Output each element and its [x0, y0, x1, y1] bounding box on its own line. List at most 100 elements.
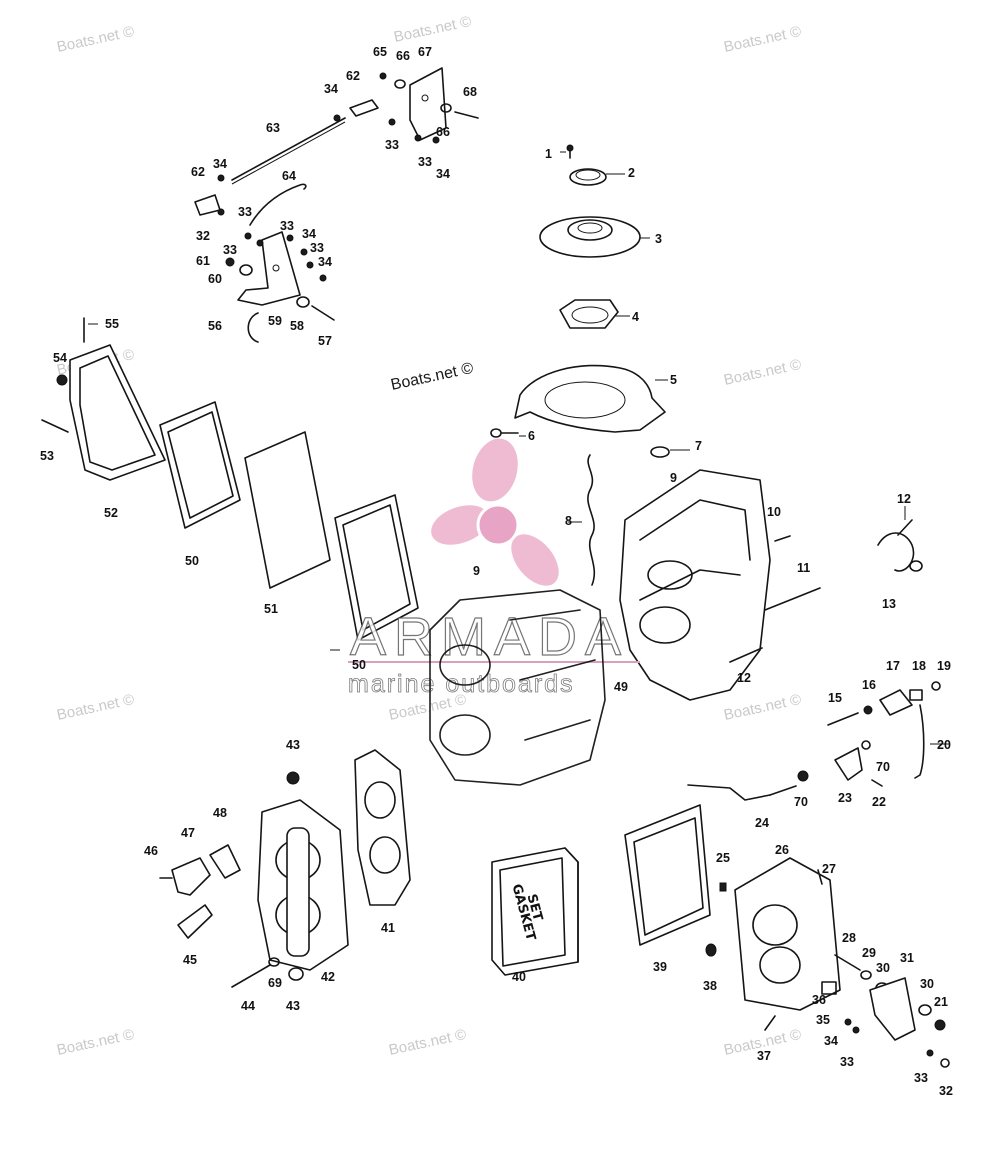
- clip-56: [247, 312, 259, 343]
- washer-30: [918, 1004, 932, 1016]
- callout-34: 34: [324, 82, 338, 96]
- sensor-45: [177, 904, 213, 939]
- callout-34: 34: [302, 227, 316, 241]
- callout-41: 41: [381, 921, 395, 935]
- propeller-hub: [476, 503, 520, 547]
- nut-33: [256, 239, 264, 247]
- nut-21: [934, 1019, 946, 1031]
- callout-34: 34: [213, 157, 227, 171]
- seal-2: [569, 168, 607, 186]
- nut-33: [414, 134, 422, 142]
- cover-52: [69, 344, 166, 481]
- callout-67: 67: [418, 45, 432, 59]
- nut-34: [217, 174, 225, 182]
- nut-34: [432, 136, 440, 144]
- callout-25: 25: [716, 851, 730, 865]
- bypass-cover-port: [752, 904, 798, 946]
- screw-22: [871, 779, 883, 787]
- callout-3: 3: [655, 232, 662, 246]
- screw-10: [774, 535, 791, 542]
- grommet-70: [861, 740, 871, 750]
- plate-51: [244, 431, 331, 589]
- callout-69: 69: [268, 976, 282, 990]
- callout-32: 32: [939, 1084, 953, 1098]
- boats-watermark: Boats.net ©: [722, 356, 802, 389]
- callout-70: 70: [876, 760, 890, 774]
- bracket-hole: [421, 94, 429, 102]
- callout-10: 10: [767, 505, 781, 519]
- callout-50: 50: [352, 658, 366, 672]
- cylinder-bore: [439, 644, 491, 686]
- boats-watermark: Boats.net ©: [55, 23, 135, 56]
- callout-62: 62: [191, 165, 205, 179]
- callout-51: 51: [264, 602, 278, 616]
- callout-22: 22: [872, 795, 886, 809]
- head-gasket-41: [354, 749, 411, 906]
- callout-17: 17: [886, 659, 900, 673]
- grommet-54: [56, 374, 68, 386]
- washer: [440, 103, 452, 113]
- boats-watermark: Boats.net ©: [392, 13, 472, 46]
- callout-53: 53: [40, 449, 54, 463]
- lever-hole: [272, 264, 280, 272]
- callout-33: 33: [223, 243, 237, 257]
- callout-1: 1: [545, 147, 552, 161]
- boats-watermark: Boats.net ©: [722, 23, 802, 56]
- gasket-4-hole: [571, 306, 609, 324]
- callout-27: 27: [822, 862, 836, 876]
- callout-19: 19: [937, 659, 951, 673]
- propeller-blade: [431, 505, 489, 545]
- callout-48: 48: [213, 806, 227, 820]
- swivel-62: [349, 99, 379, 117]
- callout-43: 43: [286, 738, 300, 752]
- gasket-box-label: SET: [524, 892, 546, 922]
- callout-9: 9: [670, 471, 677, 485]
- callout-70: 70: [794, 795, 808, 809]
- callout-18: 18: [912, 659, 926, 673]
- callout-33: 33: [385, 138, 399, 152]
- nut-34: [319, 274, 327, 282]
- throttle-linkage-assembly: [194, 67, 479, 343]
- callout-33: 33: [280, 219, 294, 233]
- swivel-62: [194, 194, 221, 216]
- propeller-blade: [472, 438, 518, 502]
- brand-subtitle: marine outboards: [348, 670, 575, 698]
- nut-34: [300, 248, 308, 256]
- callout-64: 64: [282, 169, 296, 183]
- washer-60: [239, 264, 253, 276]
- nut-32: [244, 232, 252, 240]
- callout-23: 23: [838, 791, 852, 805]
- plug-38: [705, 943, 717, 957]
- bracket-31: [869, 977, 916, 1041]
- screw-28: [834, 954, 861, 971]
- bracket-23: [834, 747, 863, 781]
- callout-46: 46: [144, 844, 158, 858]
- screw-6-head: [490, 428, 502, 438]
- callout-33: 33: [418, 155, 432, 169]
- block-ribs: [509, 609, 596, 741]
- tube-24: [687, 784, 771, 801]
- callout-39: 39: [653, 960, 667, 974]
- washer-61: [225, 257, 235, 267]
- crankcase-ribs: [639, 499, 751, 601]
- callout-30: 30: [876, 961, 890, 975]
- crankcase-bore: [647, 560, 693, 590]
- callout-24: 24: [755, 816, 769, 830]
- screw-37: [764, 1015, 776, 1031]
- screw-12: [729, 647, 763, 663]
- grommet-70: [797, 770, 809, 782]
- callout-8: 8: [565, 514, 572, 528]
- support-plate-5-opening: [544, 381, 626, 419]
- callout-62: 62: [346, 69, 360, 83]
- boats-watermark: Boats.net ©: [55, 691, 135, 724]
- boats-watermark: Boats.net ©: [55, 1026, 135, 1059]
- cylinder-block: [429, 589, 606, 786]
- gasket-39-inner: [633, 817, 704, 936]
- gasket-48: [209, 844, 241, 879]
- nut-32: [940, 1058, 950, 1068]
- link-rod-63-edge: [231, 121, 346, 185]
- housing-3-bore: [577, 222, 603, 234]
- callout-40: 40: [512, 970, 526, 984]
- clamp-13-eye: [909, 560, 923, 572]
- spring-36: [821, 981, 837, 995]
